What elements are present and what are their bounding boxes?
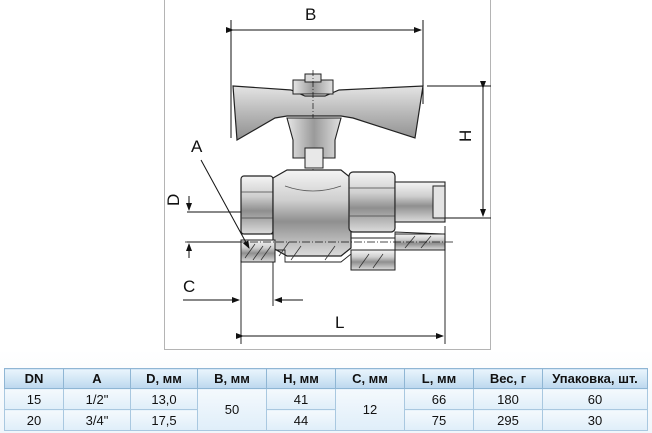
cell-pack: 30	[542, 409, 648, 431]
header-dn: DN	[4, 368, 64, 389]
dimension-l: L	[236, 226, 446, 344]
header-a: A	[63, 368, 131, 389]
header-c: C, мм	[335, 368, 405, 389]
specifications-table: DN A D, мм B, мм H, мм C, мм L, мм Вес, …	[4, 368, 648, 431]
label-a: A	[191, 137, 203, 156]
table-header-row: DN A D, мм B, мм H, мм C, мм L, мм Вес, …	[4, 368, 648, 389]
cell-pack: 60	[542, 388, 648, 410]
cell-l: 75	[404, 409, 474, 431]
cell-dn: 15	[4, 388, 64, 410]
dimension-d: D	[165, 194, 241, 258]
header-l: L, мм	[404, 368, 474, 389]
valve-drawing-svg: B H	[165, 5, 491, 344]
header-b: B, мм	[197, 368, 267, 389]
cell-a: 3/4"	[63, 409, 131, 431]
cell-weight: 295	[473, 409, 543, 431]
cell-a: 1/2"	[63, 388, 131, 410]
table-row: 20 3/4" 17,5 44 75 295 30	[4, 409, 648, 431]
label-h: H	[456, 130, 475, 142]
cell-weight: 180	[473, 388, 543, 410]
cell-h: 44	[266, 409, 336, 431]
header-d: D, мм	[130, 368, 198, 389]
dimension-b: B	[226, 5, 424, 138]
cell-c: 12	[335, 388, 405, 431]
table-row: 15 1/2" 13,0 50 41 12 66 180 60	[4, 388, 648, 431]
valve-stem	[286, 117, 342, 169]
cell-l: 66	[404, 388, 474, 410]
dimension-h: H	[427, 81, 491, 219]
dimension-a: A	[191, 137, 250, 249]
header-pack: Упаковка, шт.	[542, 368, 648, 389]
dimension-c: C	[183, 260, 303, 344]
cell-b: 50	[197, 388, 267, 431]
header-h: H, мм	[266, 368, 336, 389]
cell-d: 13,0	[130, 388, 198, 410]
header-weight: Вес, г	[473, 368, 543, 389]
valve-handle	[232, 70, 424, 176]
label-d: D	[165, 194, 183, 206]
technical-drawing: B H	[164, 0, 491, 350]
label-b: B	[305, 5, 316, 24]
cell-d: 17,5	[130, 409, 198, 431]
cell-h: 41	[266, 388, 336, 410]
cell-dn: 20	[4, 409, 64, 431]
label-c: C	[183, 277, 195, 296]
label-l: L	[335, 313, 344, 332]
valve-body	[185, 169, 455, 271]
